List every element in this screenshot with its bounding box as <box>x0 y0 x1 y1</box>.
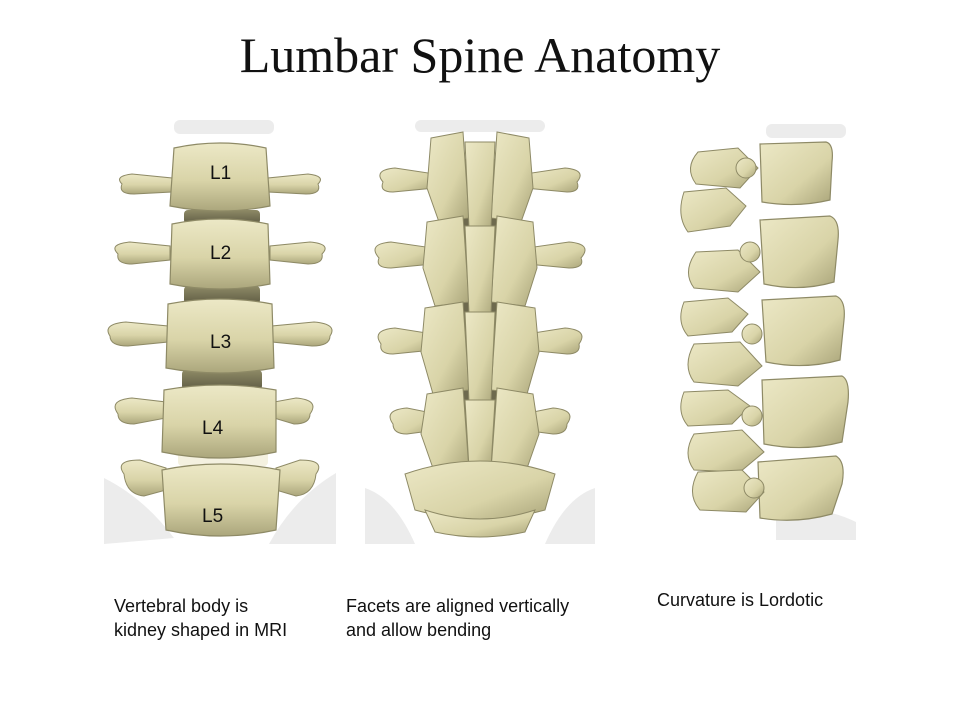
anterior-spine-illustration: L1 L2 L3 L4 L5 <box>104 118 336 544</box>
caption-curvature: Curvature is Lordotic <box>657 588 823 612</box>
vertebra-l4 <box>114 384 314 459</box>
vertebra-l2 <box>114 218 326 290</box>
vertebra-label-l3: L3 <box>210 332 232 353</box>
vertebra-label-l1: L1 <box>210 163 232 184</box>
lateral-spine-illustration <box>676 122 856 540</box>
caption-line: Curvature is Lordotic <box>657 590 824 610</box>
vertebra-l5 <box>120 459 320 537</box>
posterior-spine-illustration <box>365 118 595 544</box>
vertebra-label-l4: L4 <box>202 418 224 439</box>
caption-line: kidney shaped in MRI <box>114 620 288 640</box>
caption-line: Vertebral body is <box>114 596 249 616</box>
slide-title: Lumbar Spine Anatomy <box>239 27 721 83</box>
vertebra-label-l2: L2 <box>210 243 232 264</box>
vertebra-label-l5: L5 <box>202 506 224 527</box>
vertebra-l1 <box>119 142 321 212</box>
caption-vertebral-body: Vertebral body is kidney shaped in MRI <box>114 594 287 642</box>
caption-line: Facets are aligned vertically <box>346 596 570 616</box>
caption-facets: Facets are aligned vertically and allow … <box>346 594 569 642</box>
caption-line: and allow bending <box>346 620 492 640</box>
vertebra-l3 <box>107 298 333 374</box>
